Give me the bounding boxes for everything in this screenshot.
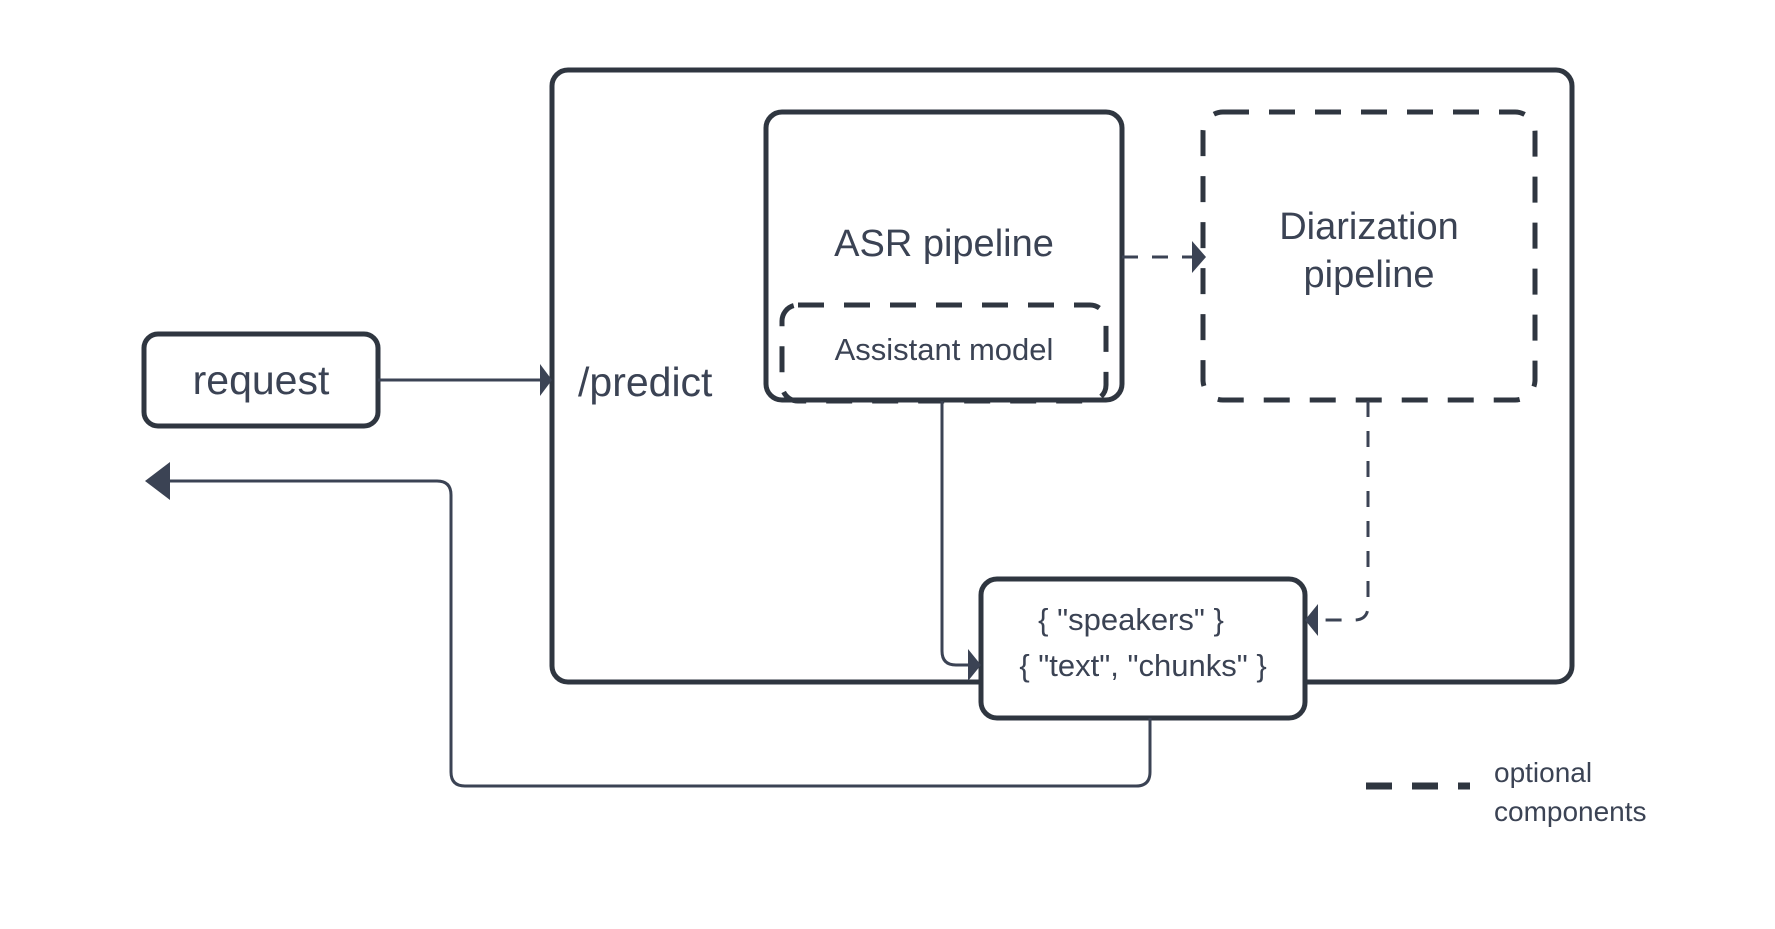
diarization-pipeline-box[interactable]: [1200, 109, 1538, 403]
output-box[interactable]: [978, 576, 1308, 721]
asr-pipeline-label: ASR pipeline: [834, 222, 1054, 265]
assistant-model-label: Assistant model: [834, 331, 1054, 367]
assistant-model-box[interactable]: [779, 302, 1109, 404]
diarization-pipeline-label-line1: Diarization: [1279, 206, 1459, 248]
output-text-chunks-label: { "text", "chunks" }: [1019, 648, 1267, 683]
arrowhead-assistant-to-output: [968, 649, 981, 681]
edge-output-to-response: [145, 462, 1152, 788]
legend-label-line2: components: [1494, 796, 1647, 827]
arrowhead-request-to-predict: [540, 364, 552, 396]
legend-label-line1: optional: [1494, 757, 1593, 788]
arrowhead-asr-to-diarization: [1192, 241, 1206, 273]
output-speakers-label: { "speakers" }: [1038, 602, 1224, 637]
edge-assistant-to-output: [940, 401, 981, 681]
edge-request-to-predict: [378, 364, 552, 396]
request-label: request: [192, 356, 330, 403]
predict-label: /predict: [578, 359, 713, 405]
edge-diarization-to-output: [1305, 401, 1370, 636]
diarization-pipeline-label-line2: pipeline: [1303, 254, 1435, 296]
edge-asr-to-diarization: [1122, 241, 1206, 273]
arrowhead-diarization-to-output: [1305, 604, 1318, 636]
arrowhead-response-return: [145, 462, 170, 500]
